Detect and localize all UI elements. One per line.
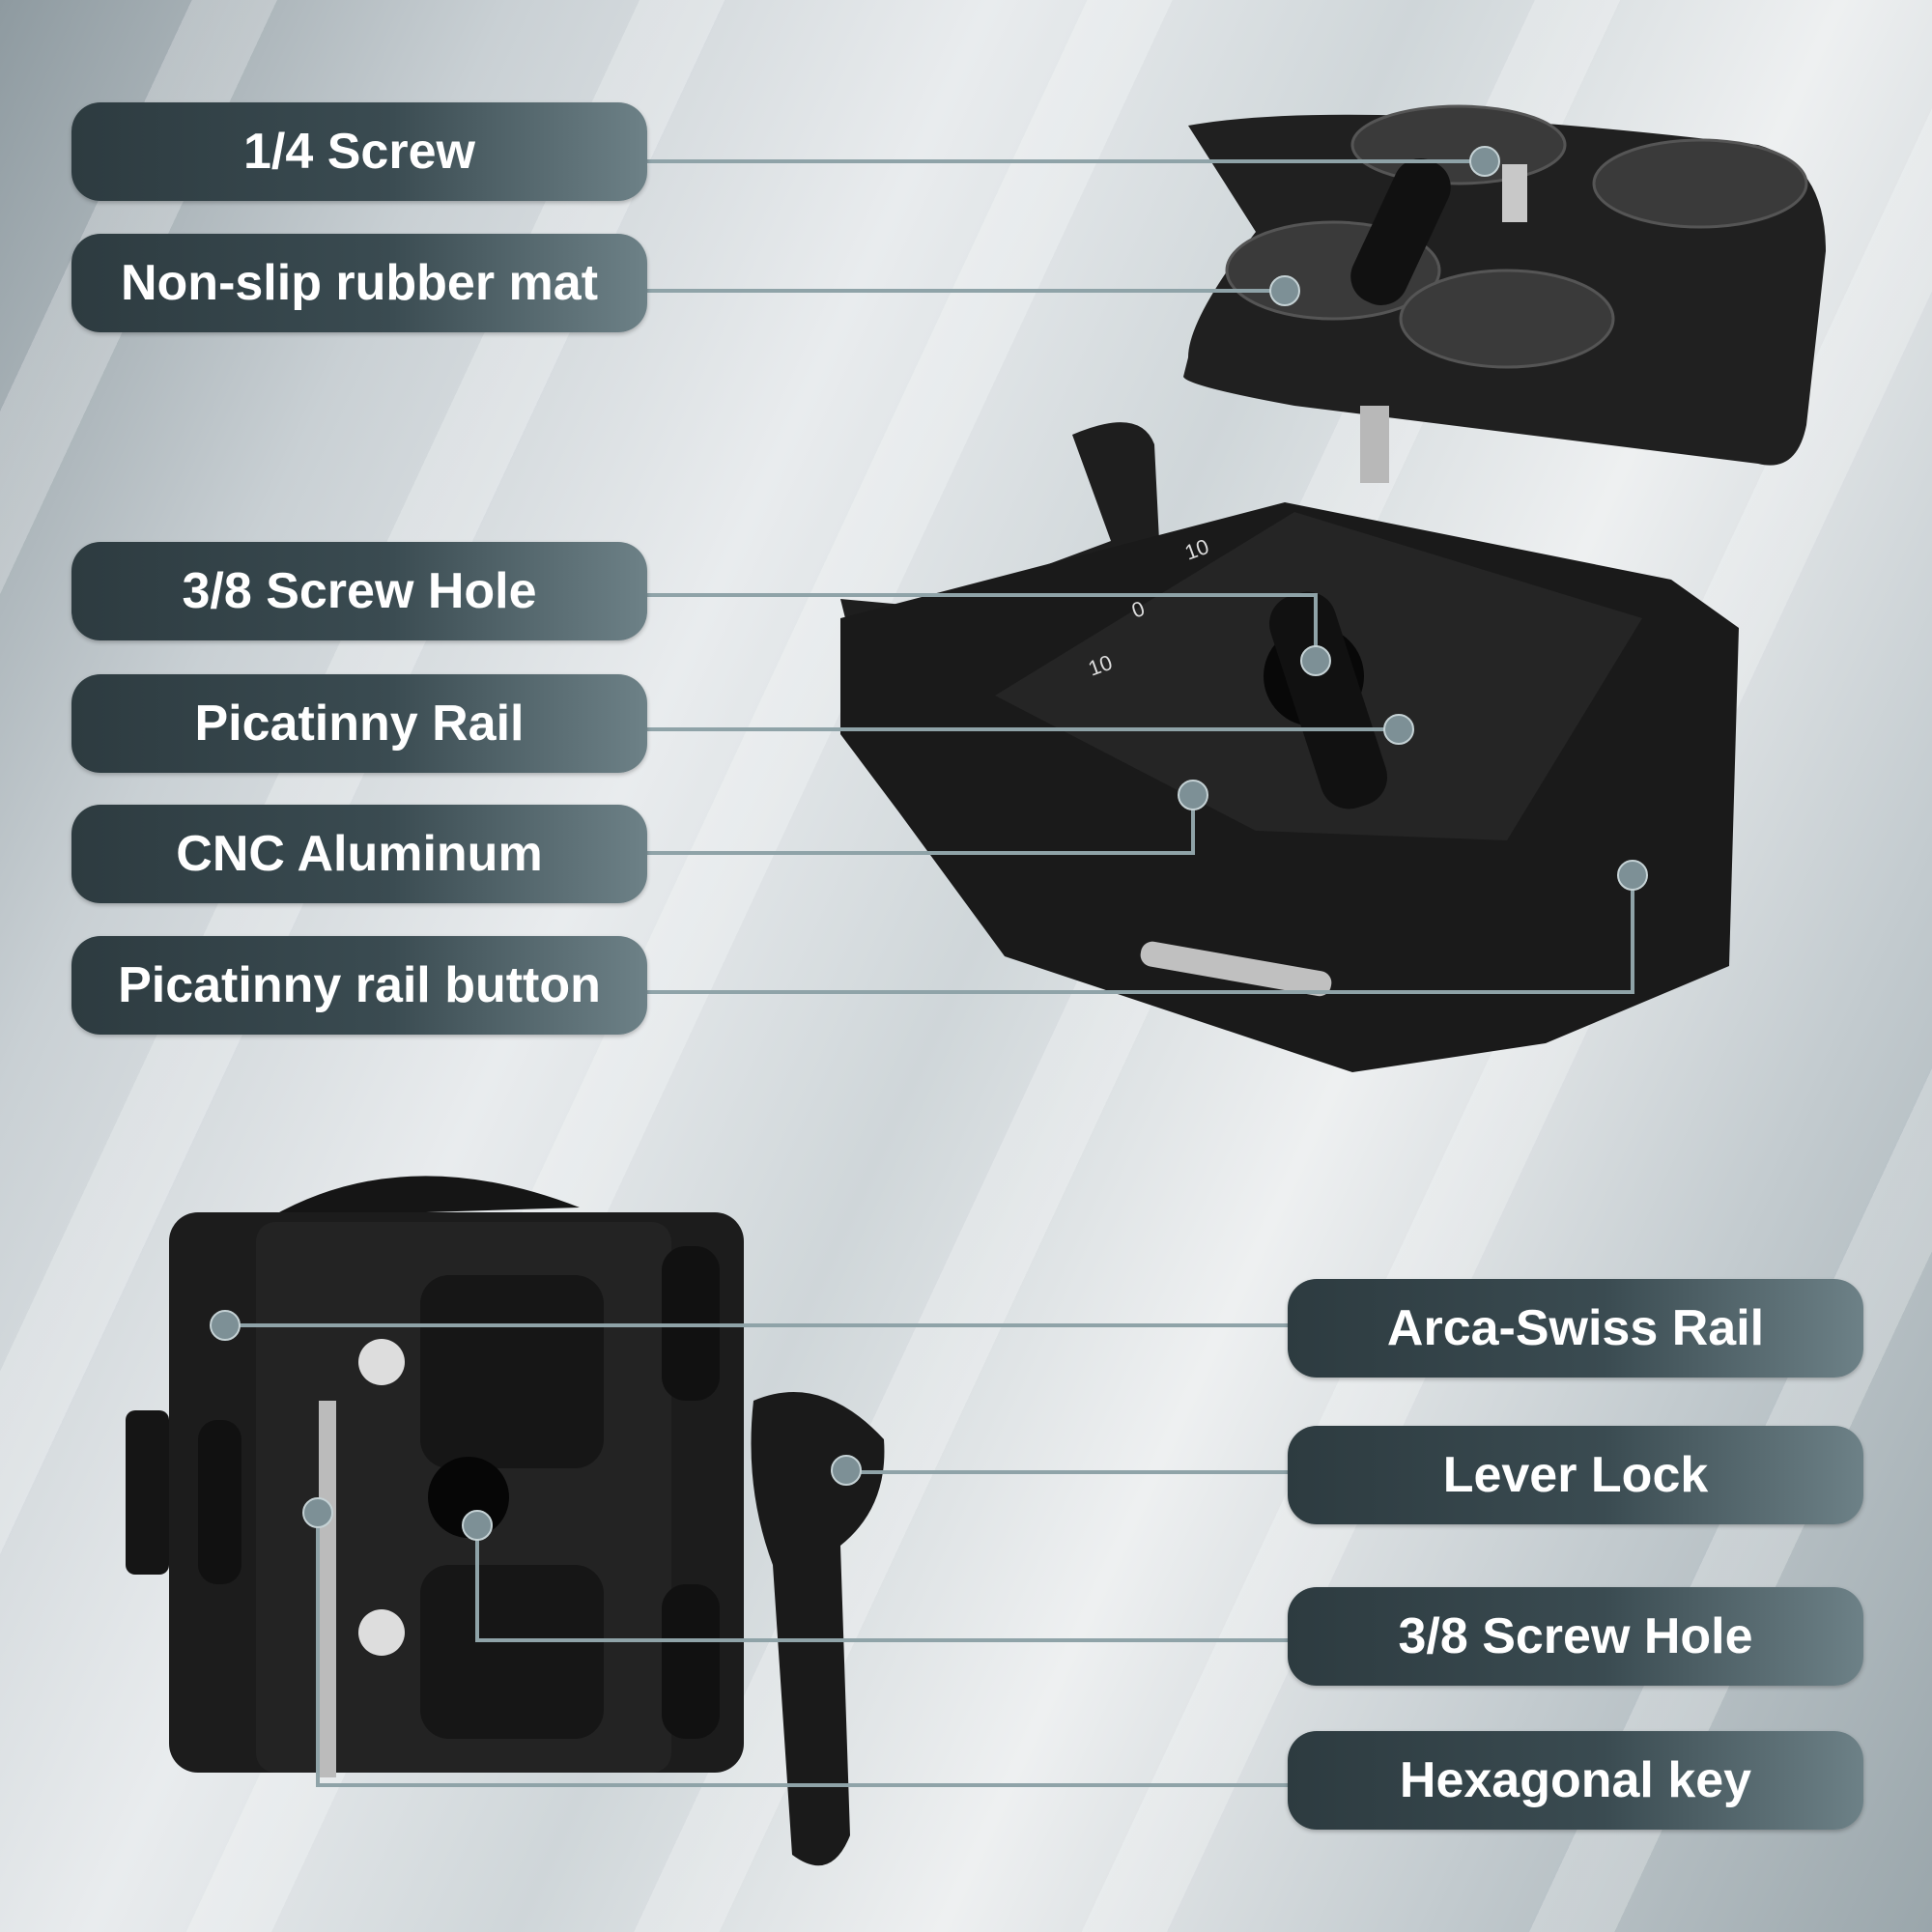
- clamp-body: 10 10 0: [840, 422, 1739, 1072]
- callout-dots: [210, 146, 1648, 1541]
- callout-hexagonal-key: Hexagonal key: [1288, 1731, 1863, 1830]
- callout-38-screw-hole-bottom: 3/8 Screw Hole: [1288, 1587, 1863, 1686]
- quarter-inch-screw: [1502, 164, 1527, 222]
- callout-non-slip-rubber-mat: Non-slip rubber mat: [71, 234, 647, 332]
- callout-cnc-aluminum: CNC Aluminum: [71, 805, 647, 903]
- callout-quarter-inch-screw: 1/4 Screw: [71, 102, 647, 201]
- callout-38-screw-hole: 3/8 Screw Hole: [71, 542, 647, 640]
- clamp-top-view: [126, 1176, 885, 1866]
- lever-lock: [751, 1392, 885, 1866]
- callout-picatinny-rail-button: Picatinny rail button: [71, 936, 647, 1035]
- callout-lever-lock: Lever Lock: [1288, 1426, 1863, 1524]
- callout-arca-swiss-rail: Arca-Swiss Rail: [1288, 1279, 1863, 1378]
- quick-release-plate: [1183, 104, 1826, 483]
- callout-picatinny-rail: Picatinny Rail: [71, 674, 647, 773]
- plate-pin: [1360, 406, 1389, 483]
- leader-lines: [225, 159, 1634, 1787]
